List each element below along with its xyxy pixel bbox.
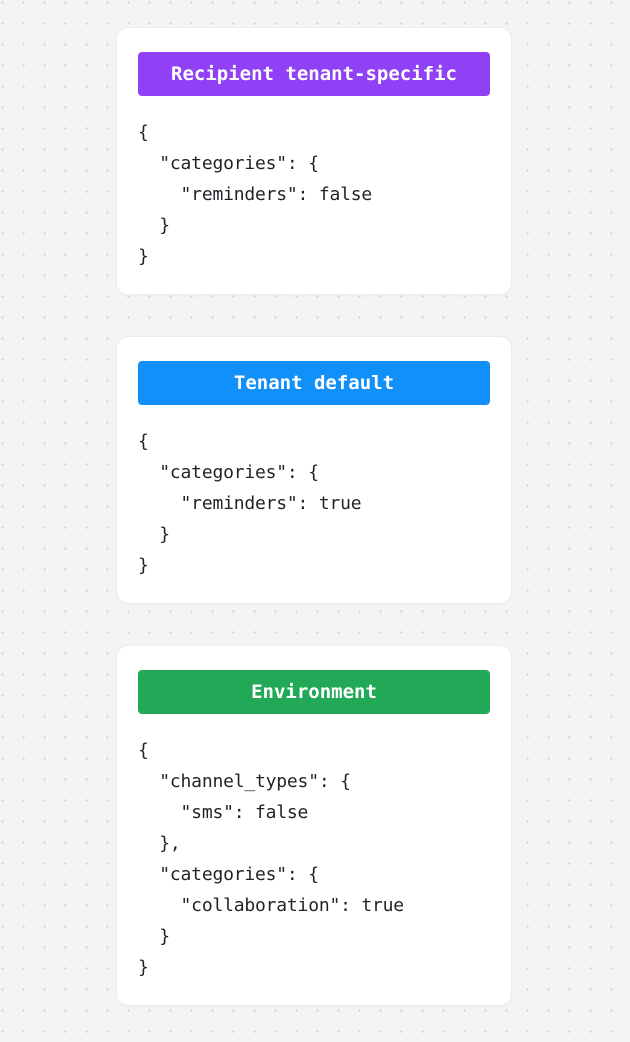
layer-code-recipient-tenant-specific: { "categories": { "reminders": false } } [138,122,373,267]
layer-code-environment: { "channel_types": { "sms": false }, "ca… [138,740,404,978]
layer-badge-recipient-tenant-specific[interactable]: Recipient tenant-specific [138,52,490,96]
layer-card-environment: Environment { "channel_types": { "sms": … [117,646,511,1005]
layer-card-recipient-tenant-specific: Recipient tenant-specific { "categories"… [117,28,511,294]
layer-card-tenant-default: Tenant default { "categories": { "remind… [117,337,511,603]
layer-badge-tenant-default[interactable]: Tenant default [138,361,490,405]
layer-badge-environment[interactable]: Environment [138,670,490,714]
layer-code-tenant-default: { "categories": { "reminders": true } } [138,431,362,576]
